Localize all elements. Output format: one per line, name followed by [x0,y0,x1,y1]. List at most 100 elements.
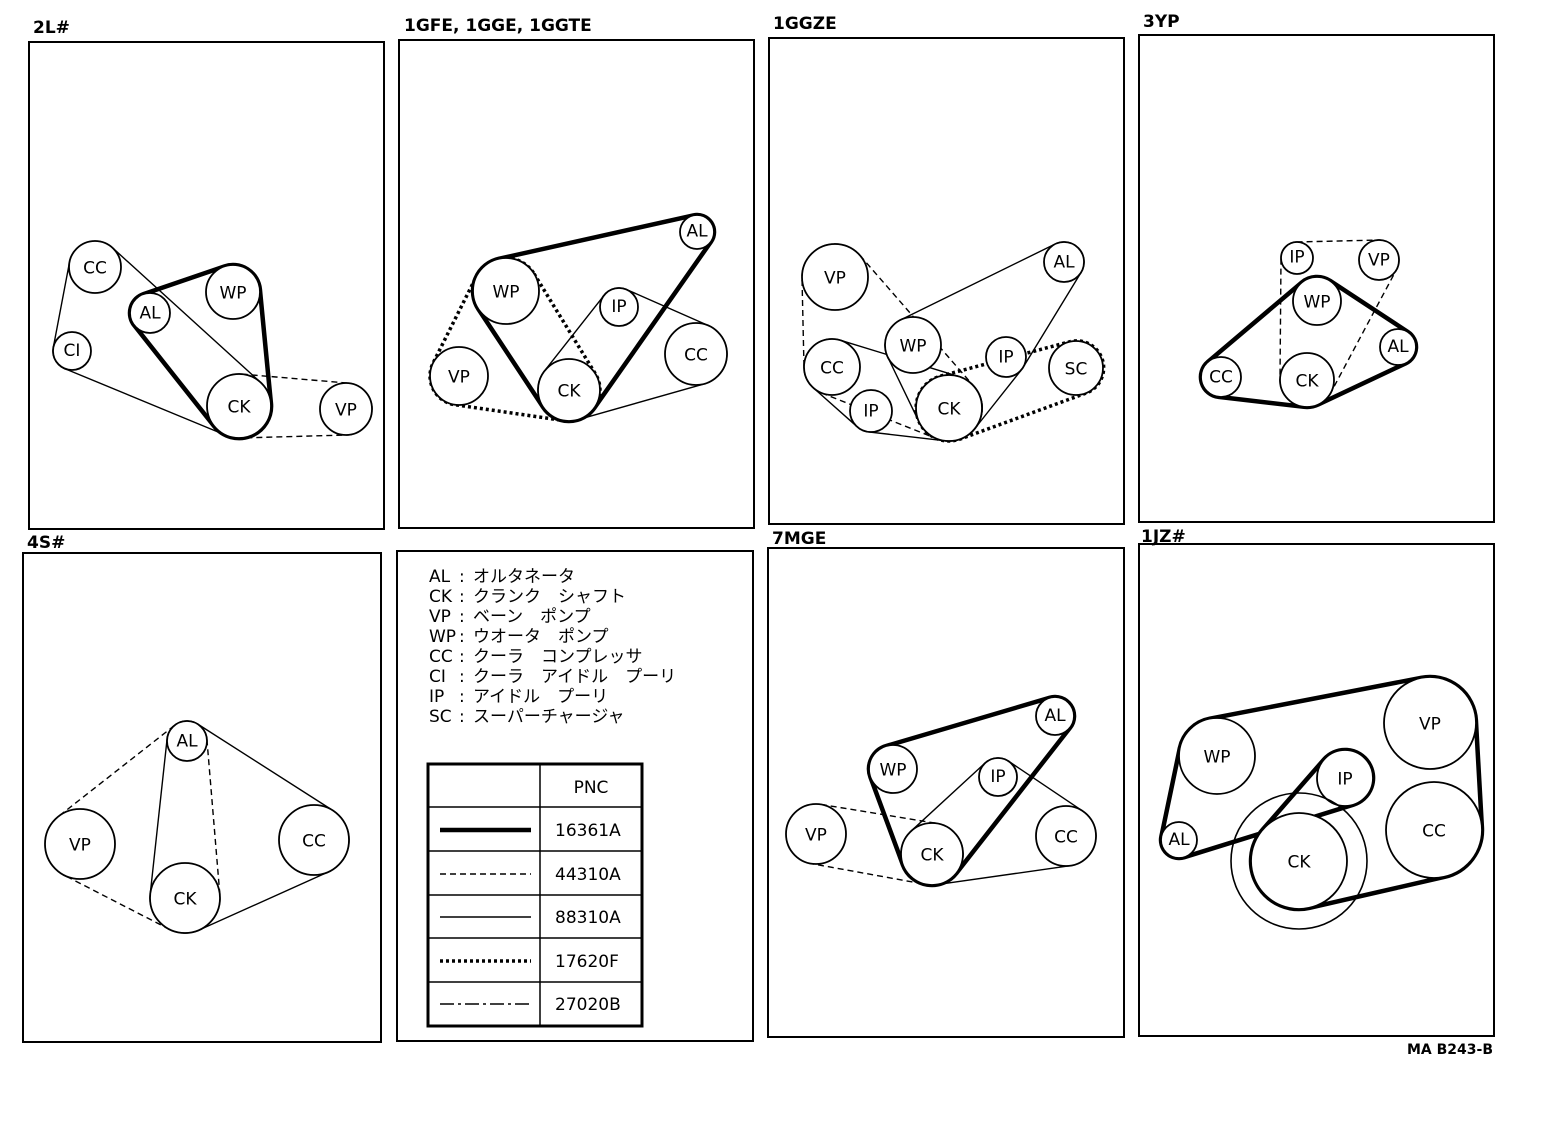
pulley-wp: WP [473,258,539,324]
pulley-label: CC [820,358,844,378]
abbr-code: AL [429,567,451,587]
pnc-code: 44310A [555,865,621,885]
pulley-cc: CC [804,339,860,395]
pulley-al: AL [167,721,207,761]
pnc-code: 17620F [555,952,619,972]
abbr-name: クーラ コンプレッサ [473,647,643,667]
pulley-ip: IP [1281,242,1313,274]
pulley-cc: CC [665,323,727,385]
pulley-label: VP [448,367,470,387]
pulley-label: SC [1065,359,1088,379]
pulley-circle [150,863,220,933]
pnc-code: 16361A [555,821,621,841]
panel-frame-1jz [1139,544,1494,1036]
pulley-vp: VP [802,244,868,310]
pulley-label: WP [879,760,906,780]
pulley-al: AL [680,215,714,249]
pulley-group: AL WP IP CC VP CK [430,215,727,421]
pulley-circle [1201,357,1241,397]
pulley-circle [916,375,982,441]
pulley-vp: VP [1384,677,1476,769]
pulley-circle [680,215,714,249]
pulley-circle [986,337,1026,377]
pulley-circle [207,374,271,438]
pulley-circle [804,339,860,395]
abbr-name: ベーン ポンプ [473,607,591,627]
pulley-group: IP VP WP AL CC CK [1201,240,1416,407]
pulley-al: AL [1161,822,1197,858]
abbr-code: WP [429,627,456,647]
panel-frame-legend [397,551,753,1041]
pulley-circle [1384,677,1476,769]
pulley-circle [885,317,941,373]
abbr-code: IP [429,687,444,707]
pulley-ip1: IP [986,337,1026,377]
pulley-vp: VP [786,804,846,864]
engine-title-1gfe: 1GFE, 1GGE, 1GGTE [404,16,592,36]
pulley-al: AL [1044,242,1084,282]
pulley-circle [206,265,260,319]
pulley-circle [1036,806,1096,866]
pulley-ck: CK [1280,353,1334,407]
pulley-ck: CK [538,359,600,421]
pulley-circle [320,383,372,435]
drawing-number: MA B243-B [1407,1042,1493,1058]
pulley-label: WP [899,336,926,356]
pulley-label: CK [173,889,197,909]
pulley-label: AL [1387,337,1409,357]
pulley-circle [1251,813,1347,909]
panel-frame-7mge [768,548,1124,1037]
pulley-label: AL [686,222,708,242]
engine-titles: 2L# 1GFE, 1GGE, 1GGTE 1GGZE 3YP 4S# 7MGE… [27,12,1186,553]
panel-frame-2l [29,42,384,529]
pulley-sc: SC [1049,341,1103,395]
pulley-label: AL [1053,252,1075,272]
abbr-name: クーラ アイドル プーリ [473,667,676,687]
pulley-wp: WP [206,265,260,319]
pulley-cc: CC [1201,357,1241,397]
pulley-label: CI [64,341,81,361]
pulley-label: IP [611,297,626,317]
pulley-circle [1281,242,1313,274]
abbr-row: SC : スーパーチャージャ [429,707,624,727]
abbr-colon: : [459,707,465,727]
pulley-circle [1293,277,1341,325]
abbr-code: VP [429,607,451,627]
abbr-name: ウオータ ポンプ [473,627,609,647]
pulley-label: AL [139,303,161,323]
abbr-code: CK [429,587,453,607]
abbr-row: WP : ウオータ ポンプ [429,627,609,647]
abbr-row: CK : クランク シャフト [429,587,626,607]
abbr-row: CI : クーラ アイドル プーリ [429,667,676,687]
pulley-circle [538,359,600,421]
pulley-wp: WP [1293,277,1341,325]
pulley-cc: CC [1386,782,1482,878]
pulley-ck: CK [1231,793,1367,929]
pulley-circle [53,332,91,370]
pulley-label: CK [557,381,581,401]
pulley-circle [69,241,121,293]
pulley-circle [1359,240,1399,280]
engine-title-1jz: 1JZ# [1141,527,1186,547]
pulley-circle [1317,750,1373,806]
pulley-ip: IP [979,758,1017,796]
pulley-label: AL [1168,830,1190,850]
abbr-code: CC [429,647,453,667]
abbr-colon: : [459,627,465,647]
pulley-al: AL [1380,329,1416,365]
pulley-cc: CC [69,241,121,293]
pulley-cc: CC [1036,806,1096,866]
abbr-row: CC : クーラ コンプレッサ [429,647,643,667]
pnc-rows [440,830,531,1004]
abbreviation-list: AL : オルタネータ CK : クランク シャフト VP : ベーン ポンプ … [429,567,676,727]
pnc-code: 27020B [555,995,621,1015]
pulley-vp: VP [1359,240,1399,280]
pulley-label: CC [302,831,326,851]
pulley-circle [901,823,963,885]
